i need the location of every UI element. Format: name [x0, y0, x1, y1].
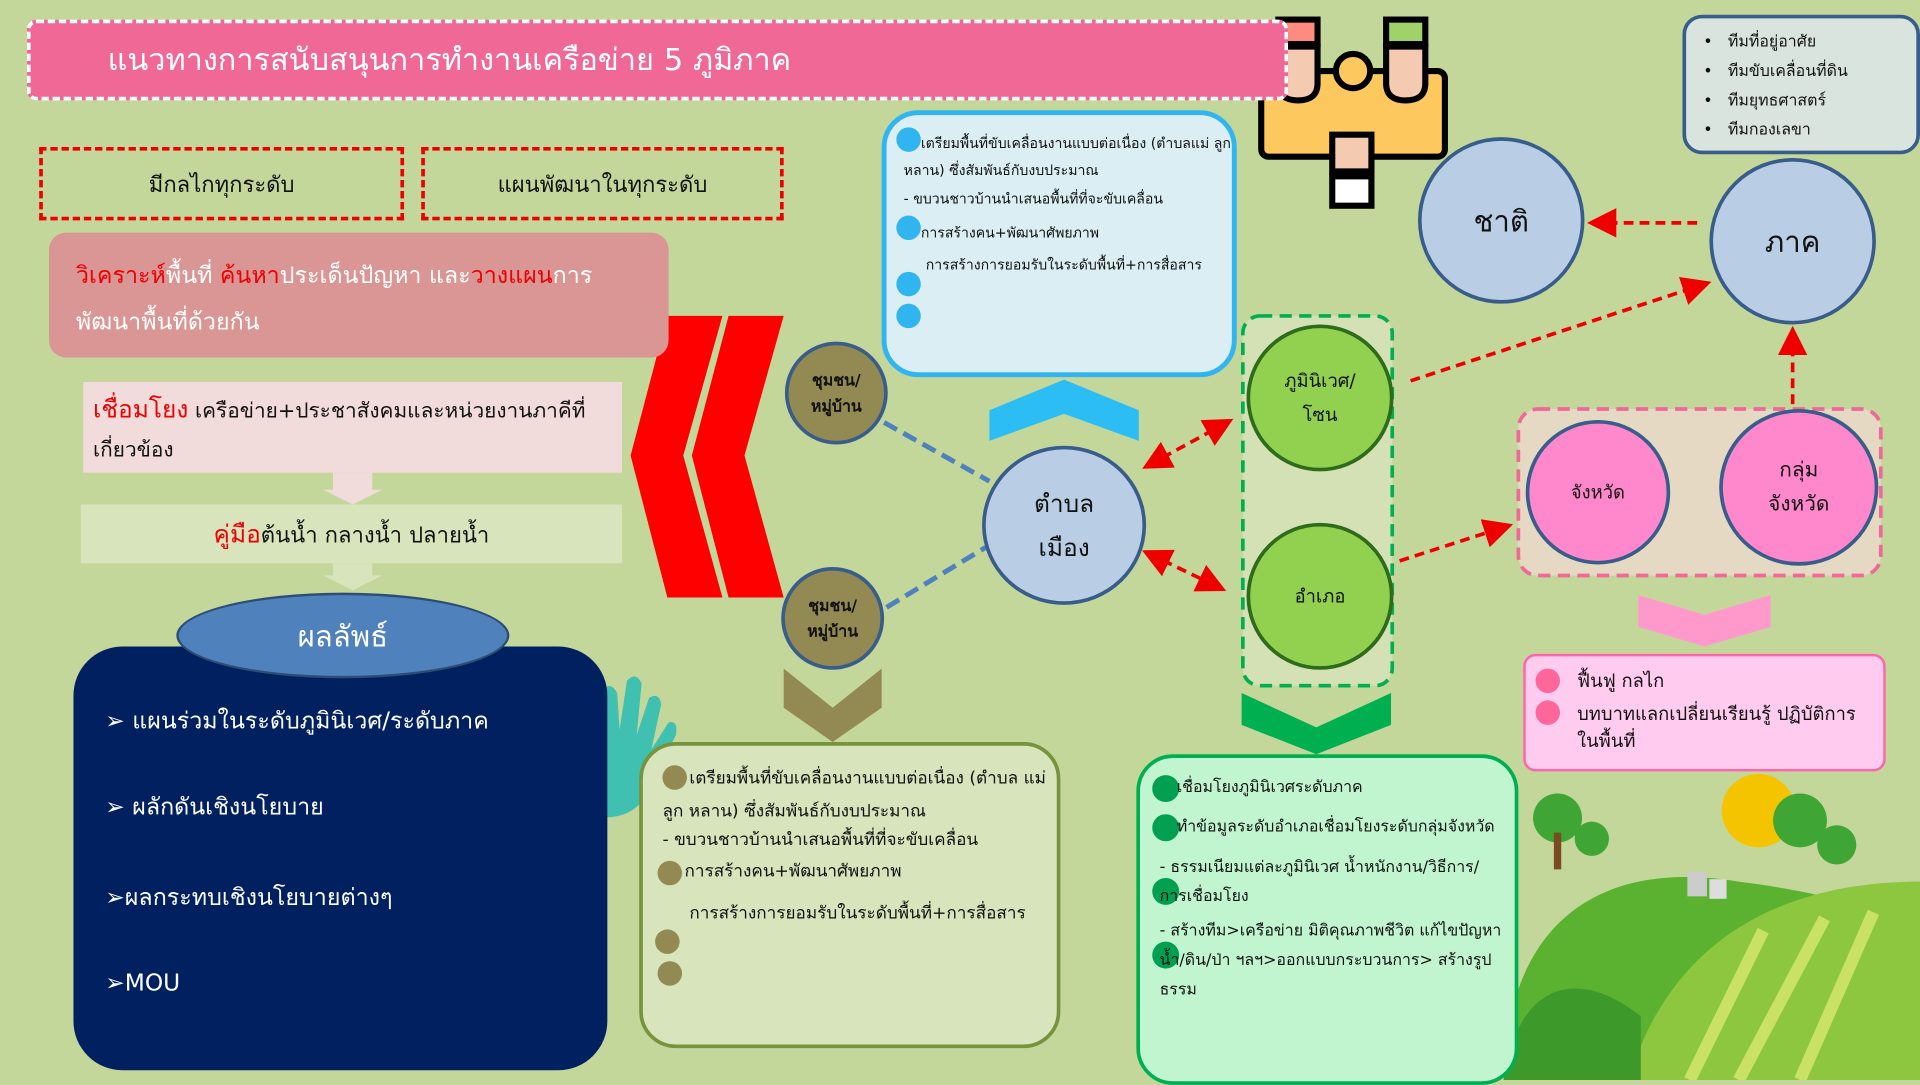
task-text: เชื่อมโยงภูมินิเวศระดับภาค: [1176, 778, 1363, 798]
tambon-tasks-box: เตรียมพื้นที่ขับเคลื่อนงานแบบต่อเนื่อง (…: [881, 110, 1237, 378]
task-text: ฟื้นฟู กลไก: [1577, 669, 1665, 692]
bullet-icon: [1152, 814, 1180, 842]
task-text: การสร้างการยอมรับในระดับพื้นที่+การสื่อส…: [689, 903, 1026, 924]
bullet-icon: [896, 271, 921, 297]
text: พื้นที่: [165, 262, 220, 289]
link-line: [885, 545, 987, 610]
outcome-item: ➢ ผลักดันเชิงนโยบาย: [105, 793, 324, 821]
light-green-arrow-down: [323, 563, 383, 591]
team-label: ทีมที่อยู่อาศัย: [1727, 33, 1817, 52]
bullet-icon: [662, 765, 687, 790]
analysis-box: วิเคราะห์พื้นที่ ค้นหาประเด็นปัญหา และวา…: [48, 232, 669, 358]
green-chevron-down: [1241, 693, 1392, 755]
outcome-title: ผลลัพธ์: [176, 592, 510, 679]
plan-box: แผนพัฒนาในทุกระดับ: [421, 146, 784, 221]
task-text: การสร้างการยอมรับในระดับพื้นที่+การสื่อส…: [925, 255, 1202, 274]
task-text: เตรียมพื้นที่ขับเคลื่อนงานแบบต่อเนื่อง (…: [662, 768, 1046, 822]
bullet-icon: [896, 215, 921, 241]
team-label: ทีมกองเลขา: [1727, 121, 1811, 140]
team-item: • ทีมขับเคลื่อนที่ดิน: [1703, 62, 1848, 81]
outcome-item: ➢ผลกระทบเชิงนโยบายต่างๆ: [105, 884, 393, 912]
bullet-icon: [1535, 700, 1561, 725]
mechanism-box: มีกลไกทุกระดับ: [39, 146, 405, 221]
cyan-chevron-up: [989, 379, 1139, 441]
node-community: ชุมชน/หมู่บ้าน: [781, 566, 885, 670]
emphasis: เชื่อมโยง: [93, 394, 189, 424]
light-pink-arrow-down: [323, 472, 383, 505]
district-tasks-box: เชื่อมโยงภูมินิเวศระดับภาค ทำข้อมูลระดับ…: [1136, 754, 1519, 1085]
text: เครือข่าย+ประชาสังคมและหน่วยงานภาคีที่เก…: [93, 399, 586, 463]
text: ประเด็นปัญหา และ: [279, 262, 471, 289]
bullet-icon: [655, 929, 680, 954]
arrow: [1410, 277, 1712, 383]
link-line: [882, 420, 991, 484]
task-text: บทบาทแลกเปลี่ยนเรียนรู้ ปฏิบัติการในพื้น…: [1577, 702, 1856, 752]
task-text: การสร้างคน+พัฒนาศัพยภาพ: [920, 224, 1100, 242]
task-text: - ธรรมเนียมแต่ละภูมินิเวศ น้ำหนักงาน/วิธ…: [1159, 858, 1480, 907]
red-chevron-left-2: [691, 315, 784, 598]
node-region: ภาค: [1709, 157, 1876, 325]
landscape-illustration: [1503, 773, 1920, 1081]
bullet-icon: [1152, 775, 1180, 803]
bullet-icon: [657, 860, 683, 886]
outcome-item: ➢ แผนร่วมในระดับภูมินิเวศ/ระดับภาค: [105, 707, 489, 735]
manual-box: คู่มือ ต้นน้ำ กลางน้ำ ปลายน้ำ: [80, 504, 623, 564]
teams-box: • ทีมที่อยู่อาศัย • ทีมขับเคลื่อนที่ดิน …: [1682, 14, 1920, 155]
team-item: • ทีมกองเลขา: [1703, 121, 1811, 140]
province-tasks-box: ฟื้นฟู กลไก บทบาทแลกเปลี่ยนเรียนรู้ ปฏิบ…: [1523, 653, 1886, 772]
team-label: ทีมขับเคลื่อนที่ดิน: [1727, 62, 1848, 81]
text: ต้นน้ำ กลางน้ำ ปลายน้ำ: [260, 522, 490, 548]
emphasis: วิเคราะห์: [75, 262, 166, 289]
task-text: - ขบวนชาวบ้านนำเสนอพื้นที่ที่จะขับเคลื่อ…: [662, 830, 979, 850]
olive-chevron-down: [783, 668, 882, 743]
emphasis: วางแผน: [470, 262, 553, 289]
community-tasks-box: เตรียมพื้นที่ขับเคลื่อนงานแบบต่อเนื่อง (…: [639, 742, 1061, 1049]
node-district: อำเภอ: [1246, 522, 1394, 670]
bullet-icon: [896, 303, 921, 329]
task-text: การสร้างคน+พัฒนาศัพยภาพ: [684, 862, 902, 882]
page-title: แนวทางการสนับสนุนการทำงานเครือข่าย 5 ภูม…: [26, 19, 1289, 101]
emphasis: ค้นหา: [219, 262, 280, 289]
arrow: [1141, 549, 1227, 592]
node-province-group: กลุ่มจังหวัด: [1719, 408, 1879, 566]
bullet-icon: [896, 127, 921, 152]
outcome-panel: ➢ แผนร่วมในระดับภูมินิเวศ/ระดับภาค ➢ ผลั…: [73, 646, 608, 1071]
bullet-icon: [1535, 668, 1561, 694]
arrow: [1399, 519, 1514, 563]
task-text: ทำข้อมูลระดับอำเภอเชื่อมโยงระดับกลุ่มจัง…: [1176, 817, 1495, 837]
bullet-icon: [1152, 941, 1180, 969]
outcome-item: ➢MOU: [105, 969, 181, 997]
pink-chevron-down: [1638, 595, 1771, 647]
arrow: [1142, 418, 1234, 469]
node-tambon: ตำบลเมือง: [982, 445, 1147, 605]
text: การพัฒนาพื้นที่ด้วยกัน: [75, 262, 593, 336]
node-nation: ชาติ: [1417, 137, 1585, 304]
task-text: - ขบวนชาวบ้านนำเสนอพื้นที่ที่จะขับเคลื่อ…: [903, 189, 1163, 207]
link-box: เชื่อมโยง เครือข่าย+ประชาสังคมและหน่วยงา…: [83, 382, 623, 473]
puzzle-teamwork-icon: [1258, 16, 1448, 209]
node-province: จังหวัด: [1525, 420, 1671, 565]
task-text: เตรียมพื้นที่ขับเคลื่อนงานแบบต่อเนื่อง (…: [903, 134, 1231, 179]
emphasis: คู่มือ: [213, 519, 261, 549]
node-ecozone: ภูมินิเวศ/โซน: [1246, 324, 1394, 472]
team-item: • ทีมยุทธศาสตร์: [1703, 91, 1827, 111]
node-community: ชุมชน/หมู่บ้าน: [784, 341, 888, 445]
red-chevron-left: [630, 315, 723, 598]
task-text: - สร้างทีม>เครือข่าย มิติคุณภาพชีวิต แก้…: [1159, 922, 1502, 1000]
team-item: • ทีมที่อยู่อาศัย: [1703, 33, 1817, 52]
bullet-icon: [1152, 877, 1180, 905]
team-label: ทีมยุทธศาสตร์: [1727, 91, 1827, 111]
bullet-icon: [657, 961, 683, 986]
